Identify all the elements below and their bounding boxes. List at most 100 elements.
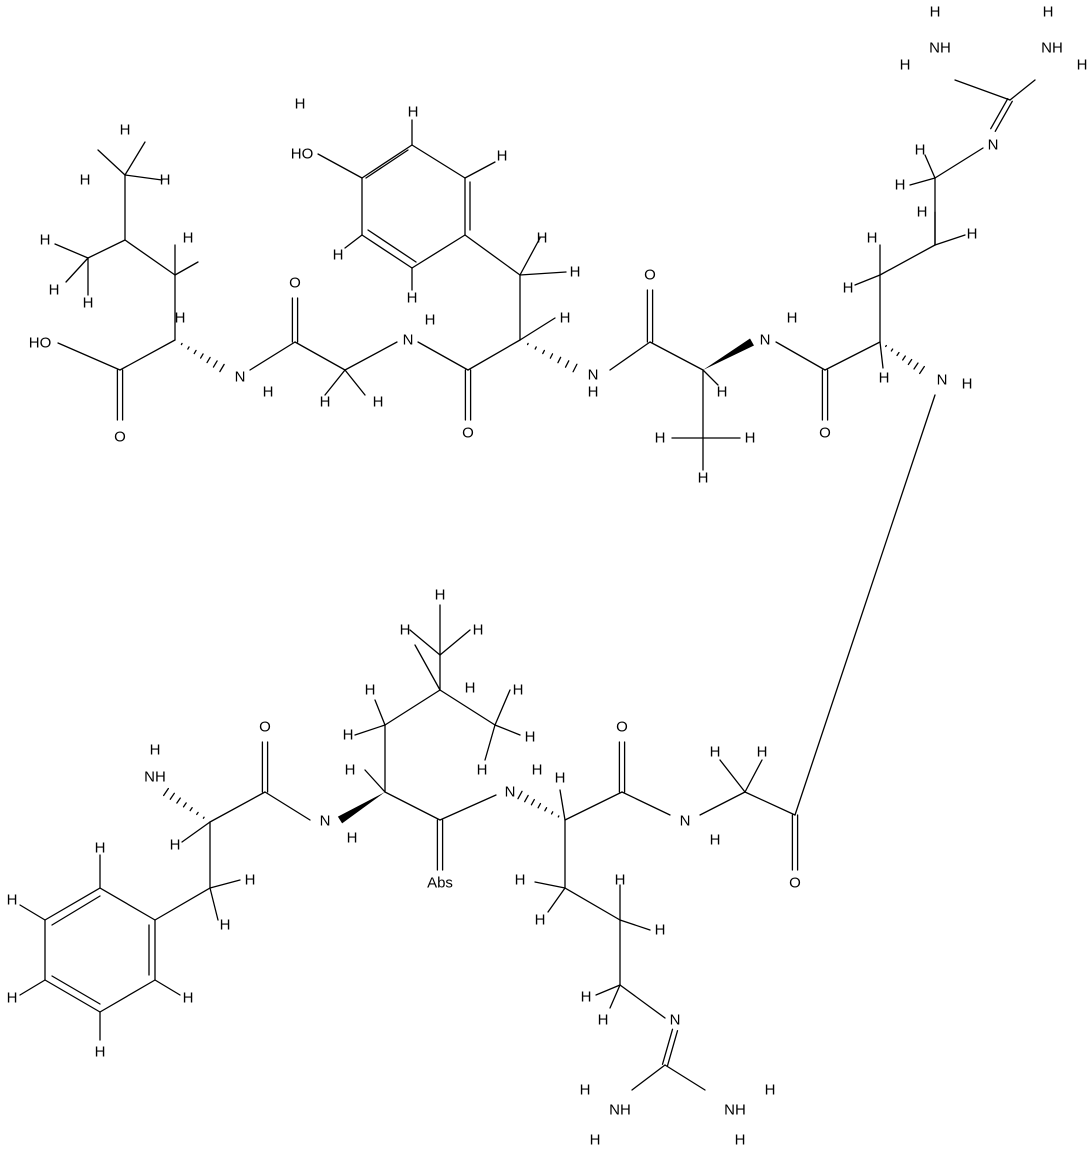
hydrogen-label: H <box>465 680 476 697</box>
hydrogen-label: H <box>560 310 571 327</box>
hydrogen-label: H <box>473 622 484 639</box>
bond-27 <box>361 234 413 269</box>
hydrogen-label: H <box>263 384 274 401</box>
bond-0 <box>87 239 126 259</box>
bond-97 <box>494 689 511 726</box>
bond-81 <box>664 1064 706 1091</box>
bond-77 <box>595 984 621 996</box>
hydrogen-label: H <box>717 384 728 401</box>
hydrogen-label: H <box>615 872 626 889</box>
bond-112 <box>51 975 101 1005</box>
hydrogen-label: H <box>895 177 906 194</box>
hydrogen-label: H <box>333 247 344 264</box>
hydrogen-label: H <box>343 727 354 744</box>
bond-62 <box>794 394 936 816</box>
hydrogen-label: H <box>183 230 194 247</box>
bond-87 <box>374 699 386 726</box>
hydrogen-label: H <box>183 990 194 1007</box>
bond-43 <box>702 369 719 386</box>
double-bond <box>994 100 1013 132</box>
hashed-bond-stroke <box>176 797 181 804</box>
carbonyl-oxygen-label: O <box>259 719 271 736</box>
bond-79 <box>619 984 666 1019</box>
amide-nitrogen-label: N <box>760 332 771 349</box>
amino-label: NH <box>1041 40 1063 57</box>
bond-22 <box>519 317 556 341</box>
hydrogen-label: H <box>655 430 666 447</box>
hashed-bond-stroke <box>187 346 190 350</box>
bond-51 <box>854 274 881 286</box>
hydrogen-label: H <box>698 470 709 487</box>
hashed-bond-stroke <box>524 794 529 803</box>
hashed-bond-stroke <box>196 811 199 816</box>
hashed-bond-stroke <box>517 790 523 800</box>
bond-58 <box>924 154 936 179</box>
bond-6 <box>54 243 89 259</box>
hydrogen-label: H <box>1077 57 1088 74</box>
hydrogen-label: H <box>320 394 331 411</box>
hashed-bond-stroke <box>212 360 218 368</box>
bond-16 <box>324 369 346 396</box>
amide-nitrogen-label: N <box>403 332 414 349</box>
carbonyl-oxygen-label: O <box>616 719 628 736</box>
hydrogen-label: H <box>787 310 798 327</box>
hydrogen-label: H <box>408 104 419 121</box>
hydrogen-label: H <box>7 892 18 909</box>
bond-95 <box>484 724 496 761</box>
hydrogen-label: H <box>843 280 854 297</box>
hashed-bond-stroke <box>219 363 225 373</box>
amino-label: NH <box>724 1102 746 1119</box>
hydrogen-label: H <box>967 226 978 243</box>
hashed-bond-stroke <box>919 365 925 375</box>
bond-15 <box>294 341 346 371</box>
hashed-bond-stroke <box>542 349 546 355</box>
hydrogen-label: H <box>590 1132 601 1149</box>
bond-26 <box>411 234 466 269</box>
bond-25 <box>464 234 521 276</box>
hydrogen-label: H <box>373 394 384 411</box>
bond-106 <box>99 979 156 1013</box>
bond-57 <box>909 177 936 186</box>
amide-nitrogen-label: N <box>588 367 599 384</box>
wedge-bond <box>337 792 385 824</box>
absolute-stereo-label: Abs <box>427 875 453 892</box>
bond-91 <box>409 629 441 656</box>
hydrogen-label: H <box>555 770 566 787</box>
hydrogen-label: H <box>917 204 928 221</box>
bond-103 <box>209 887 219 921</box>
bond-66 <box>699 791 746 816</box>
hydrogen-label: H <box>435 587 446 604</box>
amino-label: NH <box>929 40 951 57</box>
bond-110 <box>99 887 156 921</box>
bond-34 <box>365 149 409 179</box>
bond-102 <box>209 879 241 889</box>
hydrogen-label: H <box>930 4 941 21</box>
hydrogen-label: H <box>581 989 592 1006</box>
bond-83 <box>384 791 441 821</box>
amide-nitrogen-label: N <box>505 784 516 801</box>
bond-18 <box>344 341 398 371</box>
hydrogen-label: H <box>513 682 524 699</box>
bond-61 <box>1009 79 1036 101</box>
hydrogen-label: H <box>588 384 599 401</box>
hydrogen-label: H <box>83 295 94 312</box>
carbonyl-oxygen-label: O <box>644 267 656 284</box>
hashed-bond-stroke <box>526 342 529 346</box>
bond-113 <box>51 895 101 926</box>
hashed-bond-stroke <box>169 792 175 800</box>
bond-69 <box>559 789 566 821</box>
bond-86 <box>354 724 386 736</box>
hashed-bond-stroke <box>885 344 887 348</box>
bond-68 <box>564 791 623 821</box>
hashed-bond-stroke <box>572 363 578 373</box>
hydrogen-label: H <box>120 122 131 139</box>
hydrogen-label: H <box>710 744 721 761</box>
hashed-bond-stroke <box>193 349 197 355</box>
bond-115 <box>19 904 46 921</box>
amino-label: NH <box>609 1102 631 1119</box>
hashed-bond-stroke <box>544 807 548 812</box>
bond-67 <box>621 791 671 816</box>
amide-nitrogen-label: N <box>937 372 948 389</box>
